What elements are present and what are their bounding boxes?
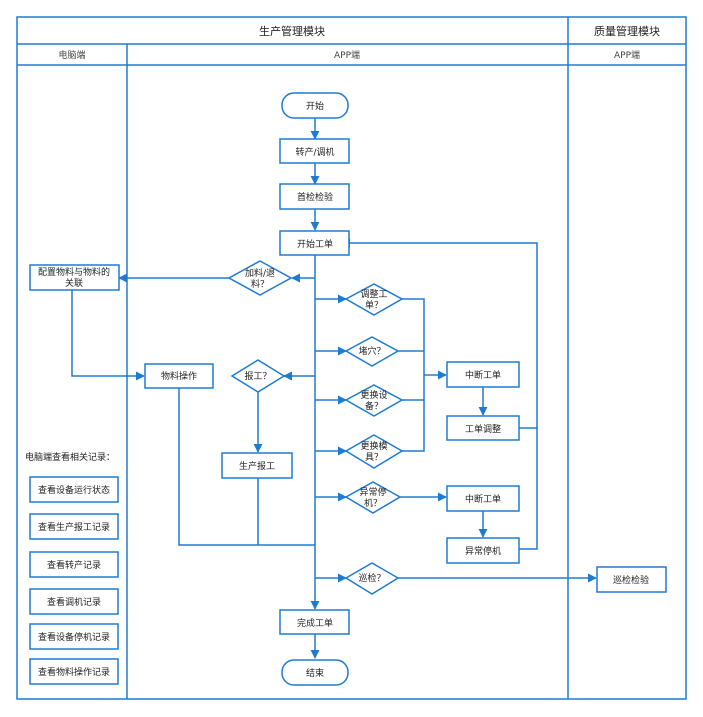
adjust-label-2: 单？ xyxy=(365,299,383,311)
record-item-material xyxy=(29,658,119,685)
abnormal-label-2: 机？ xyxy=(364,497,382,509)
interrupt1-step xyxy=(446,361,520,388)
feed-label-2: 料？ xyxy=(251,278,269,290)
record-item-status xyxy=(29,476,119,503)
records-title: 电脑端查看相关记录： xyxy=(25,451,115,463)
record-label-material: 查看物料操作记录 xyxy=(38,666,110,678)
record-item-stop xyxy=(29,623,119,650)
record-item-report xyxy=(29,513,119,540)
record-item-changeover xyxy=(29,551,119,578)
record-label-adjust: 查看调机记录 xyxy=(47,596,101,608)
record-item-adjust xyxy=(29,588,119,615)
material-op-label: 物料操作 xyxy=(161,370,197,382)
start-label: 开始 xyxy=(306,100,324,112)
abnormal-stop-label: 异常停机 xyxy=(465,545,501,557)
lane-header-pc: 电脑端 xyxy=(58,49,85,61)
prod-report-label: 生产报工 xyxy=(239,460,275,472)
report-decision xyxy=(230,359,286,393)
abnormal-stop-step xyxy=(446,537,520,564)
lane-header-app: APP端 xyxy=(334,49,360,61)
feed-decision xyxy=(227,260,293,296)
cavity-decision xyxy=(344,336,400,367)
end-label: 结束 xyxy=(306,667,324,679)
changeover-step xyxy=(279,138,350,164)
material-op-step xyxy=(144,363,214,389)
replace-mold-label-1: 更换模 xyxy=(360,440,387,452)
replace-mold-decision xyxy=(344,434,404,469)
lane-header-app-quality: APP端 xyxy=(614,49,640,61)
start-terminal xyxy=(281,92,349,119)
abnormal-label-1: 异常停 xyxy=(359,486,386,498)
start-order-step xyxy=(279,230,350,256)
config-label-2: 关联 xyxy=(65,277,83,289)
abnormal-decision xyxy=(344,481,402,514)
adjust-decision xyxy=(344,283,404,316)
first-check-label: 首检检验 xyxy=(297,191,333,203)
interrupt1-label: 中断工单 xyxy=(465,369,501,381)
first-check-step xyxy=(279,183,350,210)
replace-mold-label-2: 具？ xyxy=(365,452,383,463)
changeover-label: 转产/调机 xyxy=(295,146,334,158)
cavity-label: 堵穴？ xyxy=(358,345,385,357)
patrol-label: 巡检？ xyxy=(358,572,385,584)
interrupt2-label: 中断工单 xyxy=(465,493,501,505)
finish-order-step xyxy=(279,609,350,635)
config-step xyxy=(29,264,120,291)
replace-equip-decision xyxy=(344,384,404,417)
record-label-status: 查看设备运行状态 xyxy=(38,484,110,496)
finish-order-label: 完成工单 xyxy=(297,617,333,629)
replace-equip-label-2: 备？ xyxy=(365,400,383,412)
feed-label-1: 加料/退 xyxy=(245,267,275,279)
replace-equip-label-1: 更换设 xyxy=(360,389,387,401)
adjust-label-1: 调整工 xyxy=(360,288,387,300)
order-adjust-step xyxy=(446,415,520,441)
order-adjust-label: 工单调整 xyxy=(465,423,501,435)
patrol-check-label: 巡检检验 xyxy=(613,574,649,586)
patrol-decision xyxy=(344,562,400,595)
prod-report-step xyxy=(221,452,293,479)
lane-header-production: 生产管理模块 xyxy=(259,24,325,38)
end-terminal xyxy=(281,659,349,686)
start-order-label: 开始工单 xyxy=(297,238,333,250)
connectors xyxy=(71,118,597,659)
lane-header-quality: 质量管理模块 xyxy=(594,24,660,38)
swimlane-frame xyxy=(16,16,687,700)
record-label-changeover: 查看转产记录 xyxy=(47,559,101,571)
report-label: 报工？ xyxy=(244,370,271,382)
interrupt2-step xyxy=(446,485,520,512)
patrol-check-step xyxy=(596,566,667,593)
record-label-stop: 查看设备停机记录 xyxy=(38,631,110,643)
record-label-report: 查看生产报工记录 xyxy=(38,521,110,533)
config-label-1: 配置物料与物料的 xyxy=(38,266,110,278)
